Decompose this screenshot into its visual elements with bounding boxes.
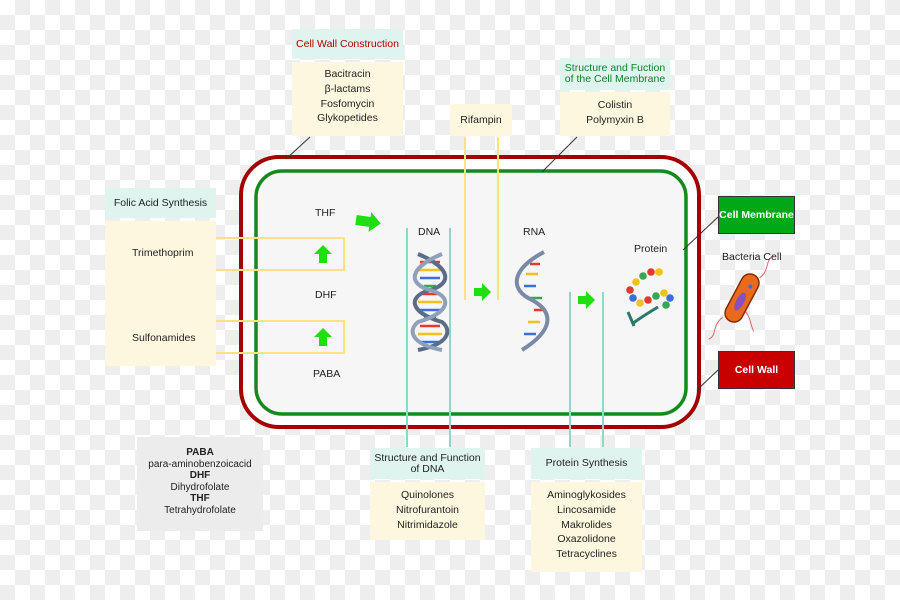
cell-membrane-structure-title: Structure and Fuction of the Cell Membra… bbox=[560, 58, 670, 90]
glossary-definition: Tetrahydrofolate bbox=[164, 504, 236, 516]
arrow-rna-to-protein-icon bbox=[578, 291, 595, 309]
glossary-box: PABA para-aminobenzoicacid DHF Dihydrofo… bbox=[137, 437, 263, 531]
drug-item: Nitrofurantoin bbox=[395, 503, 460, 516]
drug-item: Tetracyclines bbox=[556, 548, 617, 561]
drug-item: Oxazolidone bbox=[557, 533, 616, 546]
drug-item: Bacitracin bbox=[324, 68, 371, 80]
cell-wall-pointer-line bbox=[696, 369, 719, 391]
cell-membrane-outline bbox=[254, 169, 688, 416]
cell-wall-construction-title: Cell Wall Construction bbox=[292, 29, 403, 59]
drug-item: Fosfomycin bbox=[320, 97, 375, 110]
trimethoprim-label: Trimethoprim bbox=[132, 247, 194, 259]
sulfonamides-target-line bbox=[120, 320, 345, 354]
arrow-thf-to-dna-icon bbox=[355, 212, 381, 232]
wall-connector-line bbox=[285, 136, 311, 160]
drug-item: Makrolides bbox=[561, 518, 612, 531]
dna-label: DNA bbox=[418, 226, 441, 238]
arrow-dhf-to-thf-icon bbox=[314, 245, 332, 263]
trimethoprim-target-line bbox=[120, 237, 345, 271]
sulfonamides-label: Sulfonamides bbox=[132, 332, 196, 344]
membrane-connector-line bbox=[541, 136, 578, 173]
rifampin-box: Rifampin bbox=[450, 104, 512, 136]
arrow-dna-to-rna-icon bbox=[474, 283, 491, 301]
dna-helix-icon bbox=[410, 252, 450, 352]
glossary-definition: Dihydrofolate bbox=[170, 481, 230, 493]
protein-chain-icon bbox=[626, 268, 674, 327]
drug-item: Quinolones bbox=[400, 489, 455, 501]
drug-item: Colistin bbox=[597, 99, 633, 111]
bacteria-cell-icon bbox=[708, 255, 774, 340]
cell-membrane-structure-list: Colistin Polymyxin B bbox=[560, 92, 670, 136]
protein-synthesis-title: Protein Synthesis bbox=[531, 448, 642, 479]
paba-label: PABA bbox=[313, 368, 341, 380]
drug-item: Lincosamide bbox=[557, 503, 616, 516]
glossary-term: THF bbox=[190, 493, 210, 504]
rna-label: RNA bbox=[523, 226, 546, 238]
rna-strand-icon bbox=[514, 250, 550, 352]
dhf-label: DHF bbox=[315, 289, 337, 301]
drug-item: β-lactams bbox=[324, 82, 371, 95]
arrow-paba-to-dhf-icon bbox=[314, 328, 332, 346]
drug-item: Nitrimidazole bbox=[397, 518, 458, 531]
drug-item: Glykopetides bbox=[317, 112, 378, 125]
dna-structure-title: Structure and Function of DNA bbox=[370, 448, 485, 479]
cell-wall-construction-list: Bacitracin β-lactams Fosfomycin Glykopet… bbox=[292, 62, 403, 136]
protein-synthesis-list: Aminoglykosides Lincosamide Makrolides O… bbox=[531, 482, 642, 572]
protein-label: Protein bbox=[634, 243, 668, 255]
cell-membrane-button[interactable]: Cell Membrane bbox=[718, 196, 795, 234]
thf-label: THF bbox=[315, 207, 336, 219]
drug-item: Aminoglykosides bbox=[547, 489, 626, 501]
folic-acid-synthesis-panel bbox=[105, 221, 216, 366]
folic-acid-synthesis-title: Folic Acid Synthesis bbox=[105, 188, 216, 218]
glossary-term: DHF bbox=[189, 470, 211, 481]
glossary-term: PABA bbox=[186, 447, 214, 458]
cell-membrane-pointer-line bbox=[682, 216, 719, 251]
bacteria-cell-label: Bacteria Cell bbox=[722, 251, 782, 263]
dna-structure-list: Quinolones Nitrofurantoin Nitrimidazole bbox=[370, 482, 485, 540]
cell-wall-button[interactable]: Cell Wall bbox=[718, 351, 795, 389]
drug-item: Polymyxin B bbox=[586, 113, 644, 126]
glossary-definition: para-aminobenzoicacid bbox=[148, 458, 252, 470]
